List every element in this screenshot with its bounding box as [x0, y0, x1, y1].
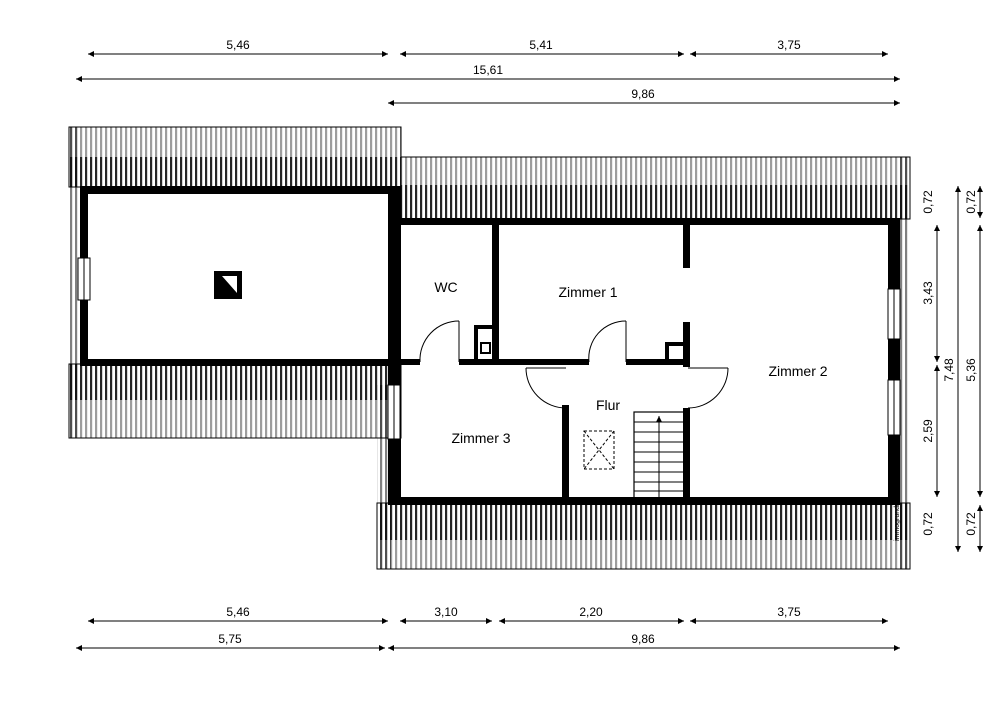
dim-right-inner-3: 0,72 — [921, 512, 935, 536]
dim-bottom-1: 5,46 — [226, 605, 250, 619]
dim-top-right: 9,86 — [631, 87, 655, 101]
room-labels: WC Zimmer 1 Zimmer 2 Zimmer 3 Flur — [434, 279, 827, 446]
dim-right-outer-0: 0,72 — [964, 190, 978, 214]
dim-bottom-6: 9,86 — [631, 632, 655, 646]
dim-bottom-5: 5,75 — [218, 632, 242, 646]
dim-right-inner-1: 3,43 — [921, 281, 935, 305]
room-label-flur: Flur — [596, 397, 620, 413]
roof-tiles — [68, 126, 911, 570]
dim-top-1: 5,46 — [226, 38, 250, 52]
watermark: immogrundriss — [894, 495, 901, 541]
dim-top-total: 15,61 — [473, 63, 503, 77]
chimney-icon — [214, 271, 242, 299]
dim-bottom-3: 2,20 — [579, 605, 603, 619]
room-label-zimmer3: Zimmer 3 — [451, 430, 510, 446]
dim-top-3: 3,75 — [777, 38, 801, 52]
room-label-zimmer1: Zimmer 1 — [558, 284, 617, 300]
staircase — [633, 411, 685, 500]
dim-right-inner-2: 2,59 — [921, 419, 935, 443]
dim-bottom-2: 3,10 — [434, 605, 458, 619]
dimension-lines — [76, 51, 983, 651]
dim-right-middle: 7,48 — [942, 358, 956, 382]
windows — [77, 257, 901, 440]
attic-hatch-icon — [583, 430, 615, 470]
dim-bottom-4: 3,75 — [777, 605, 801, 619]
dim-right-outer-1: 5,36 — [964, 358, 978, 382]
doors — [419, 320, 729, 409]
dim-right-inner-0: 0,72 — [921, 190, 935, 214]
room-label-zimmer2: Zimmer 2 — [768, 363, 827, 379]
dim-right-outer-2: 0,72 — [964, 512, 978, 536]
dim-top-2: 5,41 — [529, 38, 553, 52]
walls — [80, 186, 900, 505]
room-label-wc: WC — [434, 279, 457, 295]
dimension-labels: 5,46 5,41 3,75 15,61 9,86 5,46 3,10 2,20… — [218, 38, 978, 646]
